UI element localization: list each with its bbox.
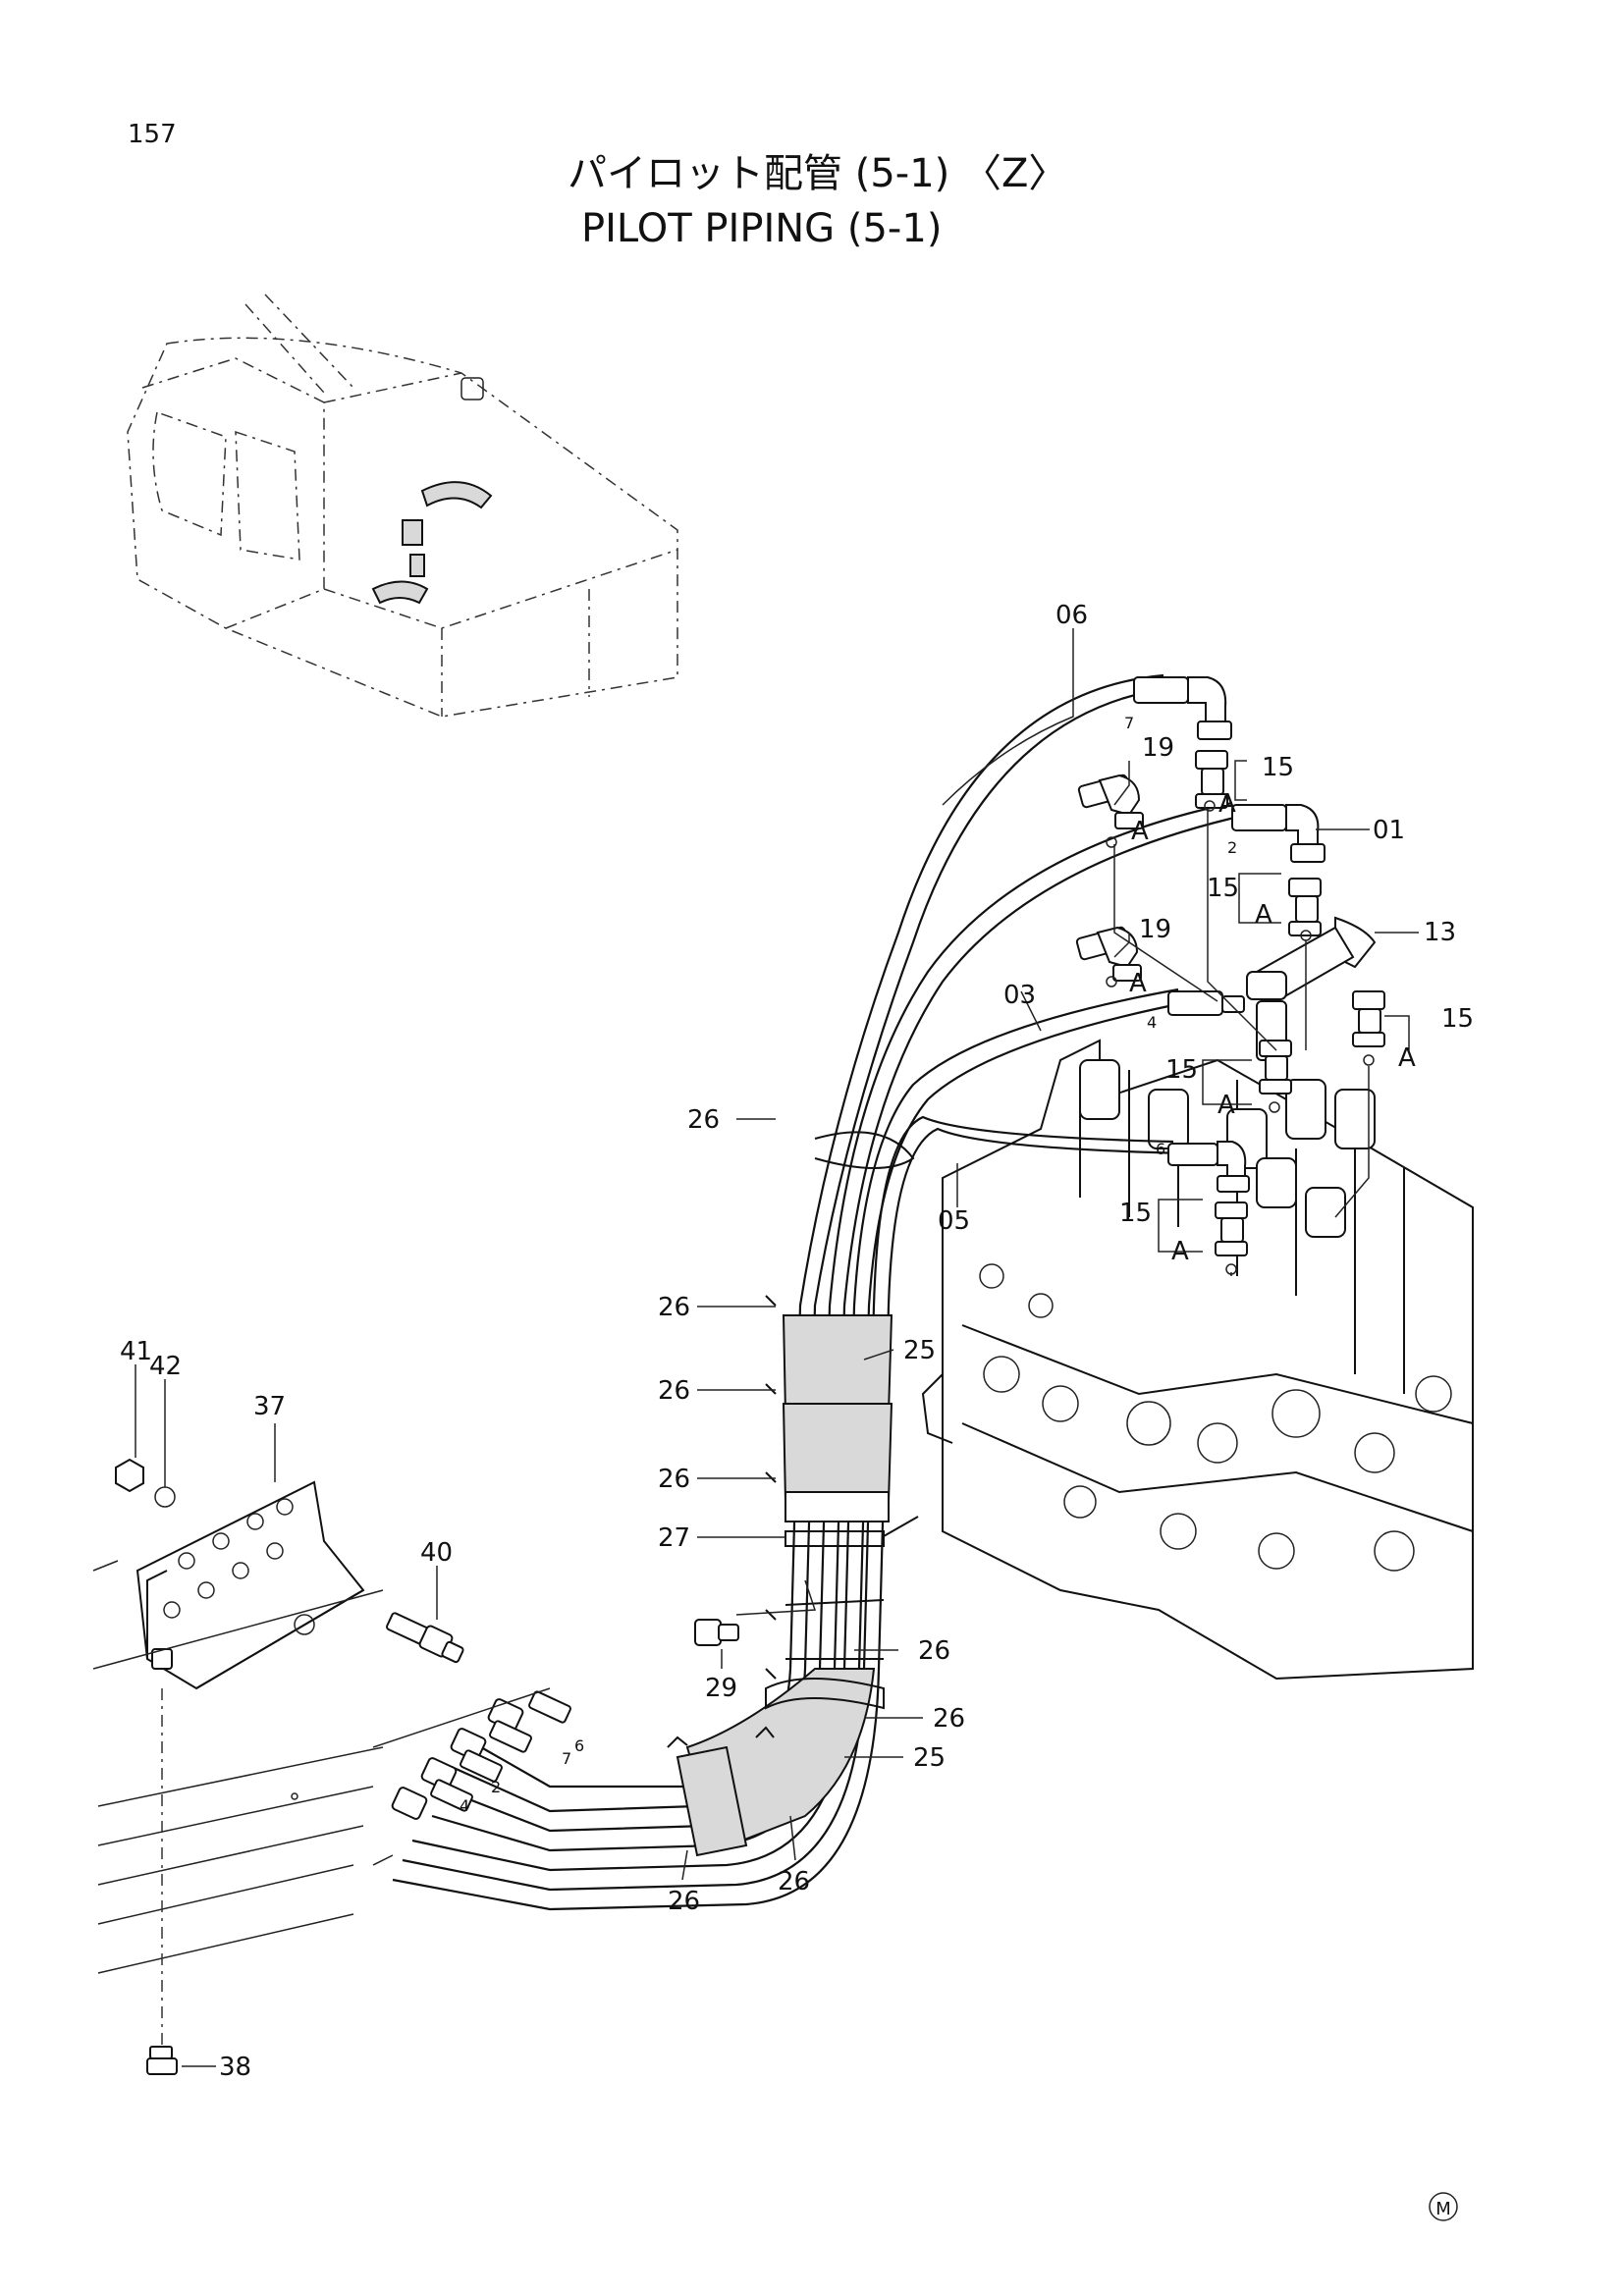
pilot-hose-bundle (392, 673, 1248, 1911)
port-label-a: A (1218, 789, 1236, 819)
page-number: 157 (128, 120, 177, 149)
hose-number: 7 (1124, 714, 1134, 732)
lower-fittings (372, 1612, 739, 1866)
callout-01: 01 (1373, 816, 1405, 845)
hose-number: 4 (460, 1796, 469, 1815)
port-label-a: A (1129, 969, 1147, 998)
callout-03: 03 (1003, 981, 1036, 1010)
hose-numbers: 7 2 4 6 7 2 6 4 (460, 714, 1237, 1815)
hose-number: 4 (1147, 1013, 1157, 1032)
callout-15: 15 (1165, 1055, 1198, 1085)
callout-40: 40 (420, 1538, 453, 1568)
callout-26: 26 (658, 1376, 690, 1406)
corner-mark: M (1429, 2192, 1458, 2221)
callout-26: 26 (668, 1887, 700, 1916)
callout-26: 26 (658, 1293, 690, 1322)
corner-mark-letter: M (1435, 2199, 1451, 2219)
callout-15: 15 (1262, 753, 1294, 782)
title-japanese: パイロット配管 (5-1) 〈Z〉 (568, 151, 1067, 196)
callout-41: 41 (120, 1337, 152, 1366)
callout-37: 37 (253, 1392, 286, 1421)
callout-26: 26 (778, 1867, 810, 1896)
port-a-markers: A A A A A A A (1129, 789, 1416, 1266)
hose-number: 6 (1156, 1140, 1165, 1158)
bracket (92, 1458, 384, 2075)
port-label-a: A (1131, 817, 1149, 846)
port-label-a: A (1398, 1043, 1416, 1073)
callout-26: 26 (687, 1105, 720, 1135)
valve-side-fittings (1075, 676, 1385, 1276)
callout-29: 29 (705, 1674, 737, 1703)
port-label-a: A (1255, 900, 1272, 930)
callout-25: 25 (903, 1336, 936, 1365)
callout-19: 19 (1142, 733, 1174, 763)
excavator-location-thumbnail (127, 294, 678, 718)
port-label-a: A (1217, 1091, 1235, 1120)
callout-25: 25 (913, 1743, 946, 1773)
callout-38: 38 (219, 2053, 251, 2082)
callout-19: 19 (1139, 915, 1171, 944)
title-english: PILOT PIPING (5-1) (581, 206, 942, 251)
callout-26: 26 (658, 1465, 690, 1494)
callout-26: 26 (918, 1636, 950, 1666)
callout-05: 05 (938, 1206, 970, 1236)
part-callouts: 06 19 15 01 15 13 19 03 15 15 26 05 15 2… (120, 601, 1474, 2082)
hose-number: 7 (562, 1749, 571, 1768)
callout-42: 42 (149, 1352, 182, 1381)
callout-15: 15 (1441, 1004, 1474, 1034)
callout-15: 15 (1207, 874, 1239, 903)
hose-number: 6 (574, 1736, 584, 1755)
callout-15: 15 (1119, 1199, 1152, 1228)
callout-26: 26 (933, 1704, 965, 1734)
callout-06: 06 (1055, 601, 1088, 630)
hose-number: 2 (491, 1778, 501, 1796)
callout-13: 13 (1424, 918, 1456, 947)
port-label-a: A (1171, 1237, 1189, 1266)
control-valve-body (921, 1039, 1474, 1681)
hose-number: 2 (1227, 838, 1237, 857)
callout-27: 27 (658, 1523, 690, 1553)
leader-lines (135, 628, 1419, 2067)
